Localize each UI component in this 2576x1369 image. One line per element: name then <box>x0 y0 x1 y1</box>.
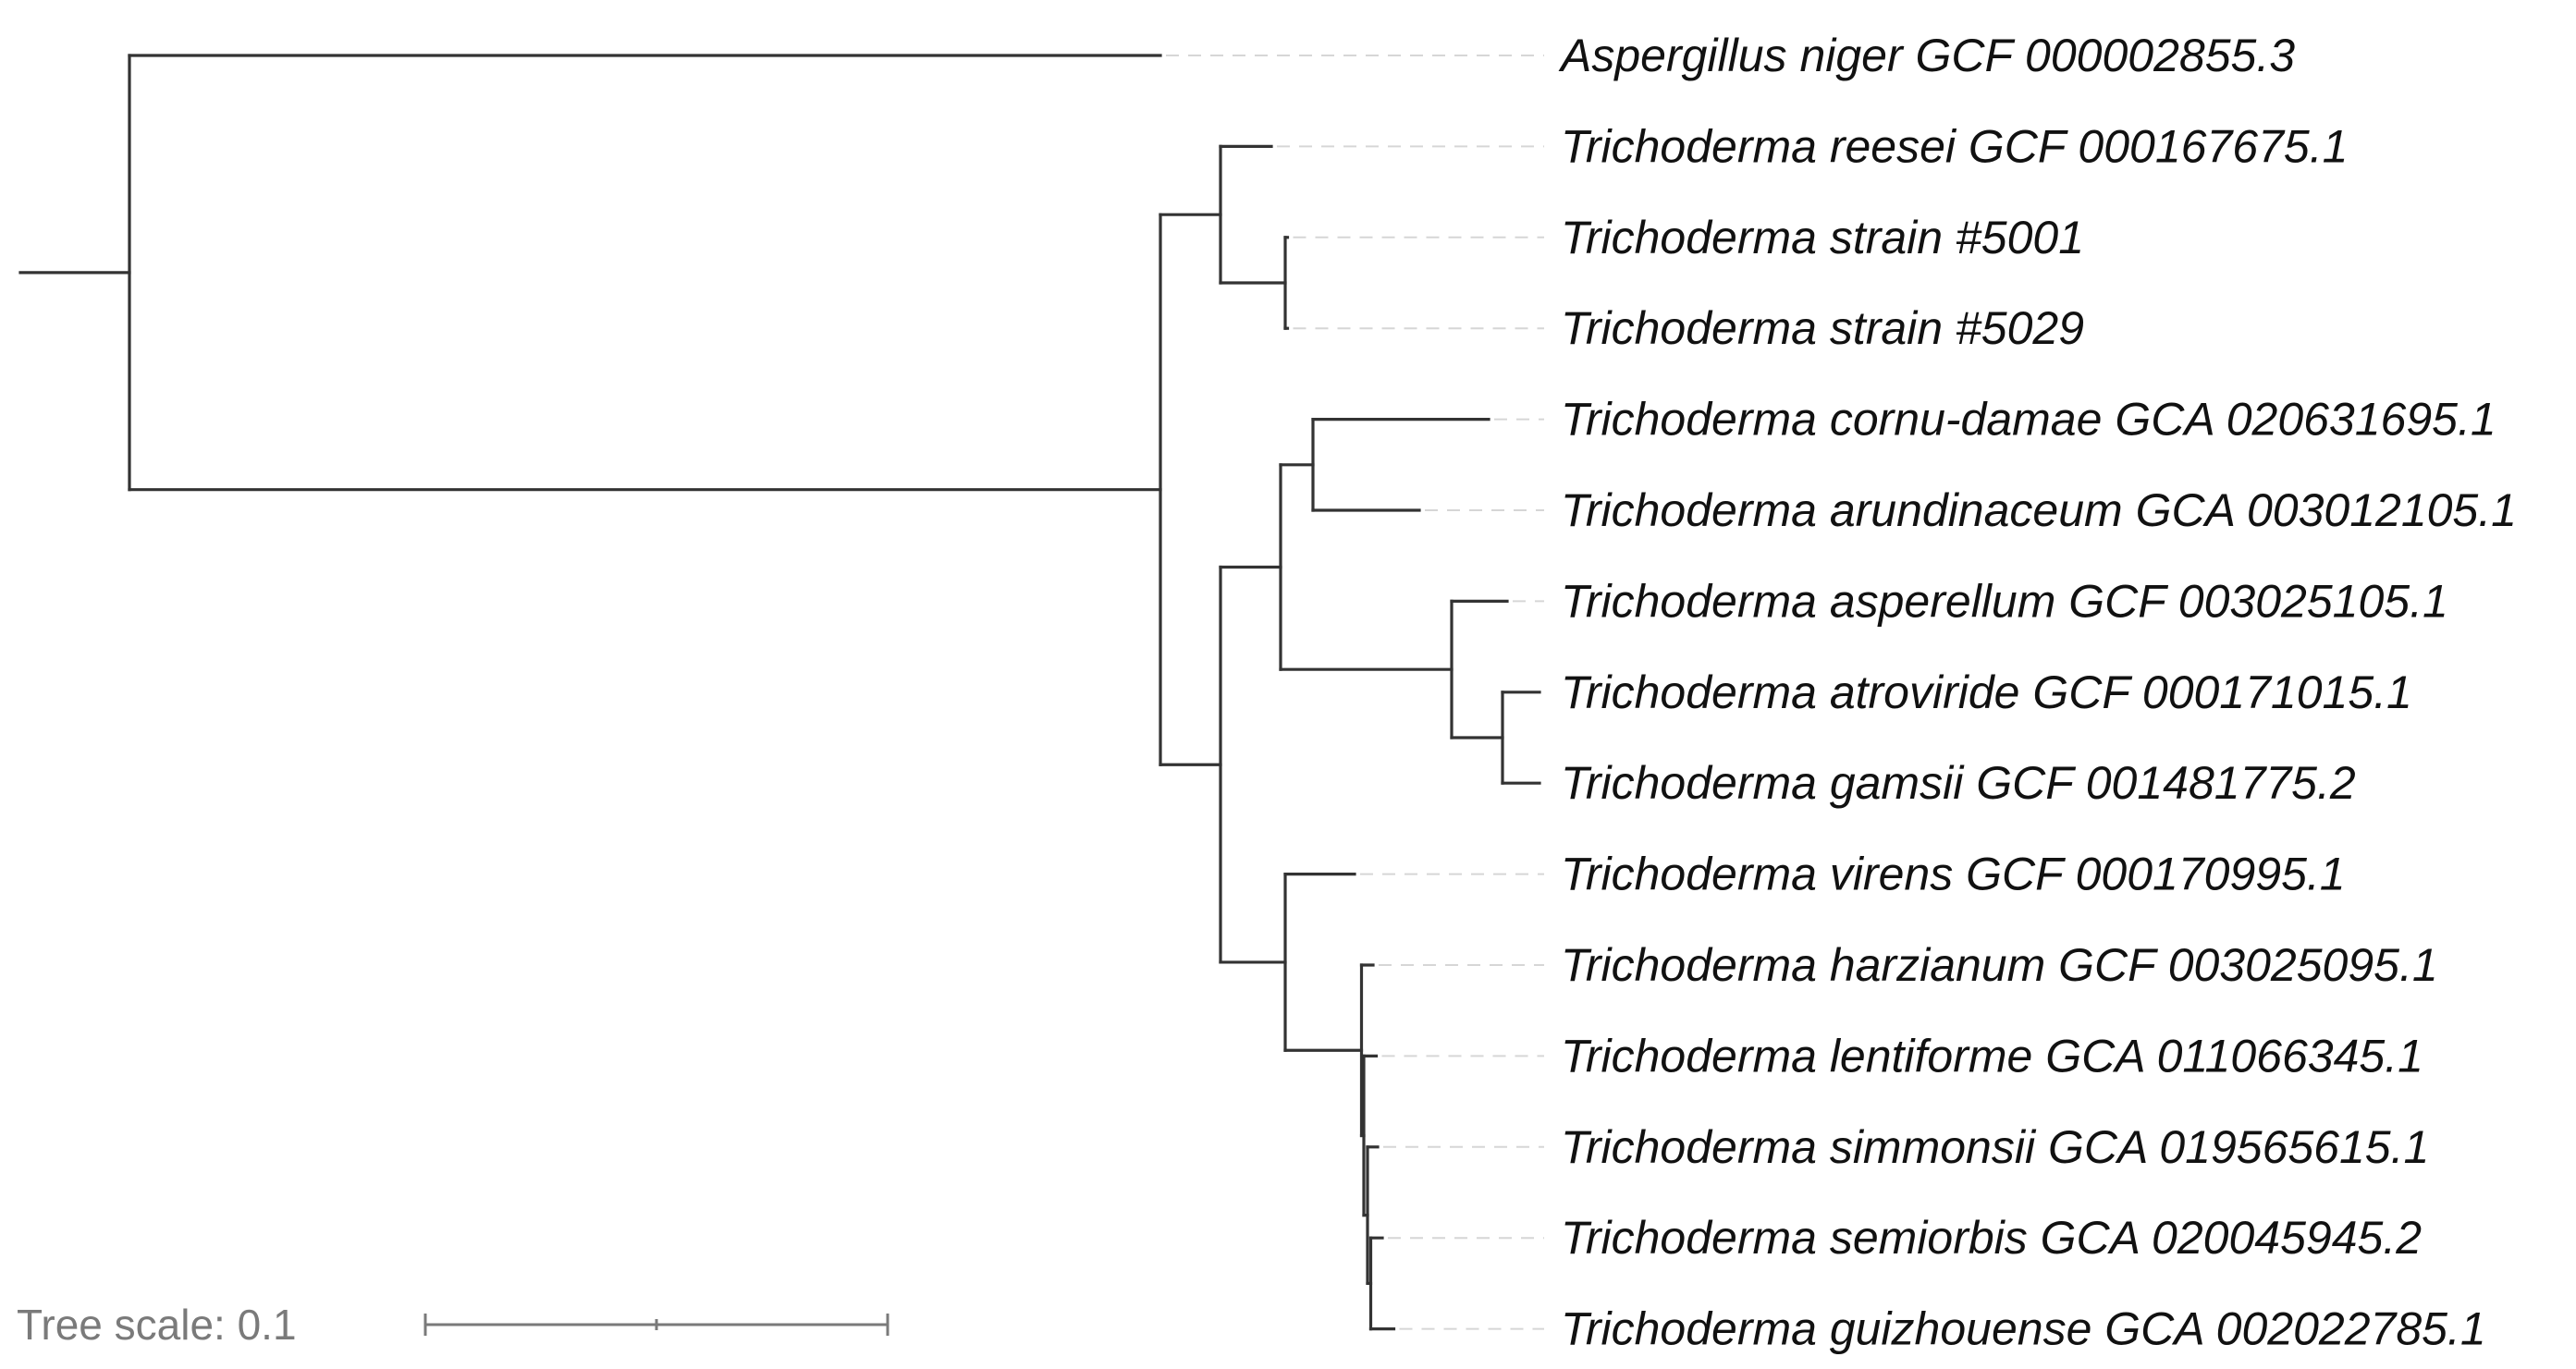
leaf-label: Trichoderma atroviride GCF 000171015.1 <box>1561 666 2412 718</box>
leaf-label: Trichoderma cornu-damae GCA 020631695.1 <box>1561 394 2496 446</box>
leaf-label: Trichoderma lentiforme GCA 011066345.1 <box>1561 1030 2423 1082</box>
leaf-label: Aspergillus niger GCF 000002855.3 <box>1558 30 2295 81</box>
leaf-label: Trichoderma reesei GCF 000167675.1 <box>1561 120 2348 172</box>
tree-branches <box>18 54 1541 1331</box>
leaf-label: Trichoderma semiorbis GCA 020045945.2 <box>1561 1212 2422 1264</box>
leaf-label: Trichoderma simmonsii GCA 019565615.1 <box>1561 1121 2429 1173</box>
leaf-label: Trichoderma virens GCF 000170995.1 <box>1561 849 2346 900</box>
leaf-label: Trichoderma harzianum GCF 003025095.1 <box>1561 939 2438 991</box>
tree-scale: Tree scale: 0.1 <box>17 1301 889 1349</box>
leaf-label: Trichoderma arundinaceum GCA 003012105.1 <box>1561 484 2517 536</box>
leaf-label: Trichoderma strain #5001 <box>1561 212 2084 263</box>
leaf-label: Trichoderma guizhouense GCA 002022785.1 <box>1561 1303 2486 1355</box>
label-guide-lines <box>1166 55 1544 1330</box>
leaf-label: Trichoderma asperellum GCF 003025105.1 <box>1561 575 2448 627</box>
tree-scale-bar <box>423 1314 889 1336</box>
tree-scale-label: Tree scale: 0.1 <box>17 1301 297 1349</box>
leaf-label: Trichoderma gamsii GCF 001481775.2 <box>1561 757 2356 809</box>
leaf-labels: Aspergillus niger GCF 000002855.3Trichod… <box>1558 30 2517 1355</box>
leaf-label: Trichoderma strain #5029 <box>1561 302 2084 354</box>
